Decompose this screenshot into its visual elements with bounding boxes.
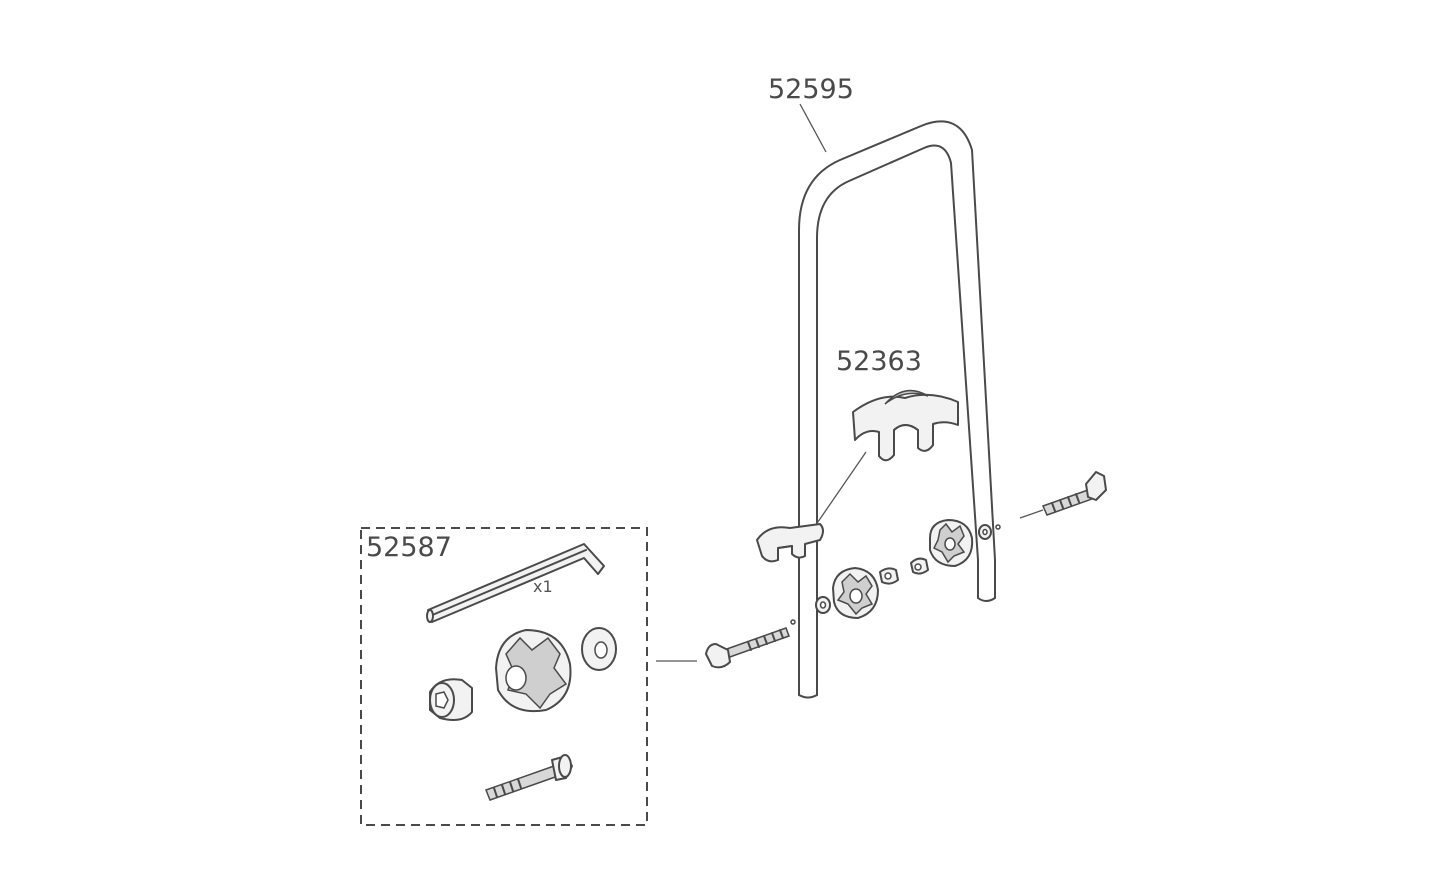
kit-washer	[581, 627, 617, 671]
knob-mid	[832, 567, 879, 619]
kit-bolt	[485, 754, 573, 801]
bolt-right-leader	[1019, 509, 1044, 519]
kit-knob	[495, 629, 572, 712]
knob-right	[929, 519, 974, 567]
clip-mounted	[756, 523, 824, 563]
kit-quantity: x1	[533, 577, 553, 596]
spacer-right	[910, 557, 929, 575]
allen-key	[426, 543, 605, 623]
clip-leader-line	[810, 451, 867, 533]
kit-part-number: 52587	[366, 532, 452, 563]
spacer-mid	[879, 567, 899, 585]
clip-part-52363	[852, 389, 959, 462]
frame-leader-line	[799, 103, 827, 153]
frame-tube-52595	[790, 120, 1001, 699]
frame-part-number: 52595	[768, 74, 854, 105]
bolt-right	[1041, 471, 1107, 516]
bolt-left	[705, 627, 790, 669]
kit-dashed-box	[360, 527, 648, 826]
clip-part-number: 52363	[836, 346, 922, 377]
kit-spacer	[429, 678, 473, 721]
